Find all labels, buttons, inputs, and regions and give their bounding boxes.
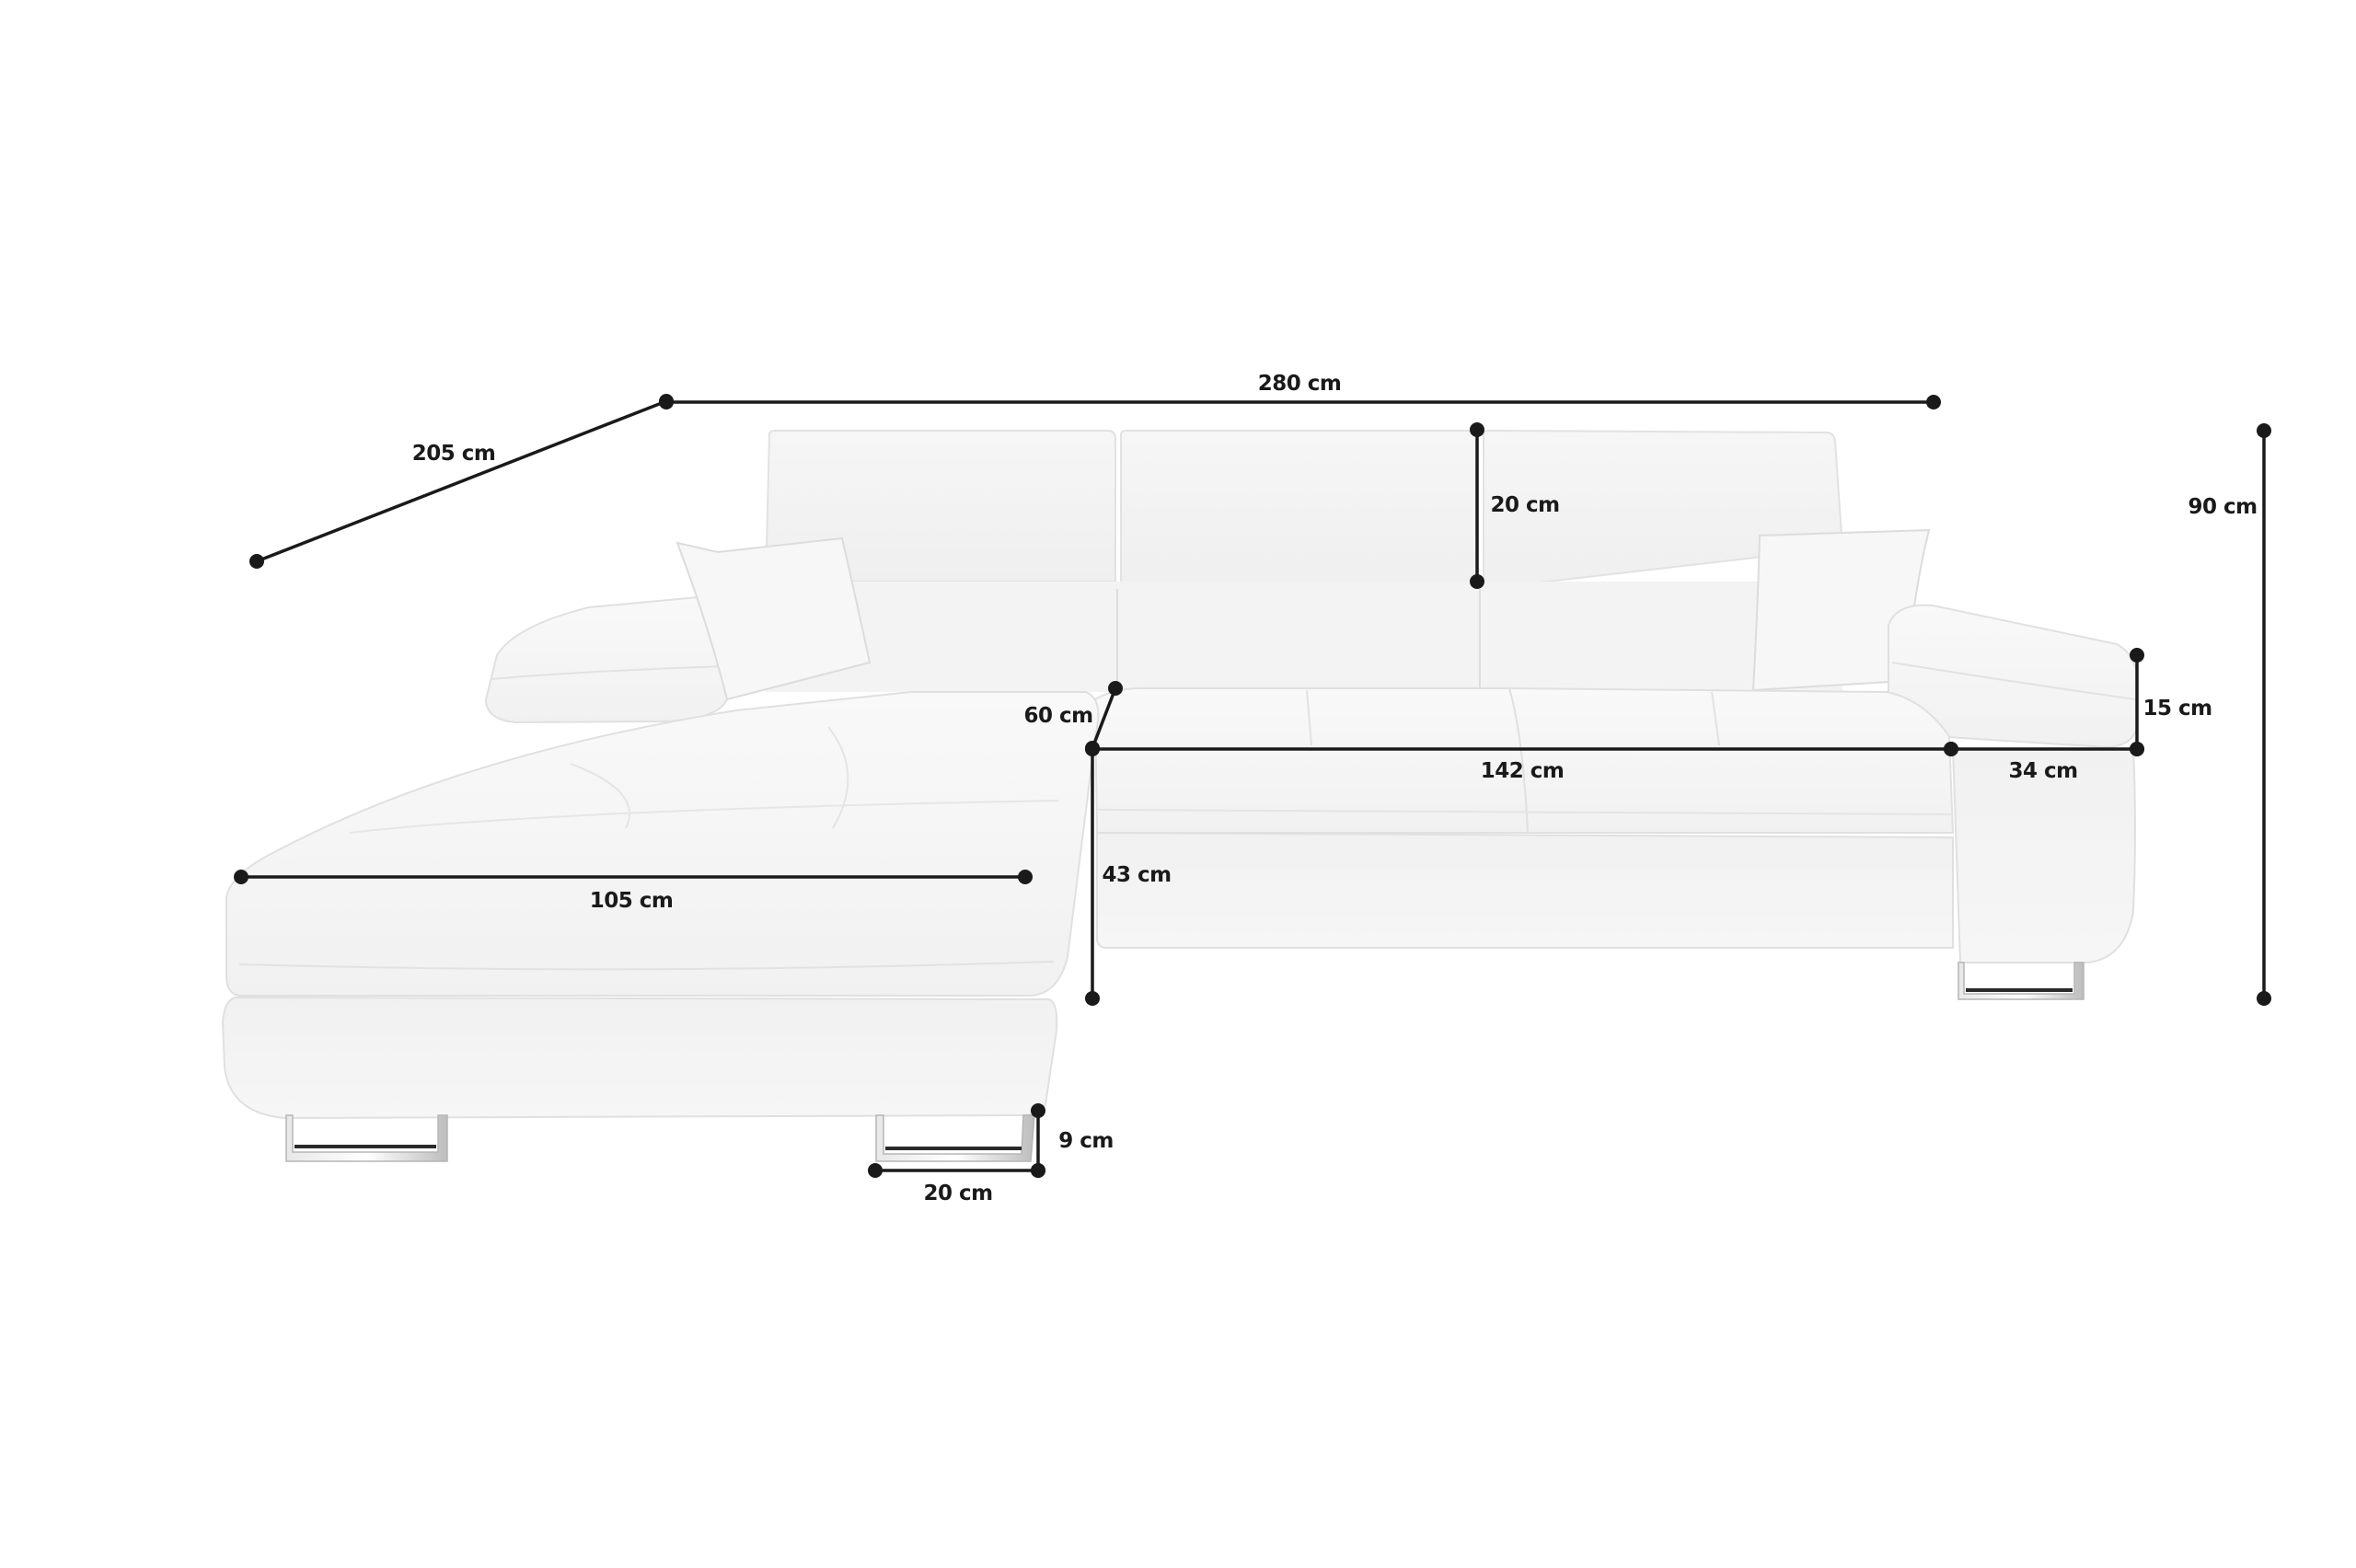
dimension-depth-total bbox=[249, 394, 674, 569]
dimension-height-total bbox=[2257, 423, 2271, 1006]
label-leg-height: 9 cm bbox=[1058, 1129, 1114, 1153]
dimension-width-total bbox=[659, 395, 1941, 409]
dimension-endpoint-dot bbox=[1470, 422, 1484, 437]
label-height-total: 90 cm bbox=[2188, 495, 2258, 519]
dimension-chaise-width bbox=[234, 870, 1033, 884]
label-chaise-width: 105 cm bbox=[589, 889, 674, 913]
right-armrest bbox=[1888, 604, 2138, 963]
label-headrest-height: 20 cm bbox=[1490, 493, 1560, 517]
dimension-endpoint-dot bbox=[1018, 870, 1033, 884]
label-depth-total: 205 cm bbox=[411, 442, 496, 466]
left-pillow bbox=[676, 536, 872, 701]
sofa-legs bbox=[285, 962, 2085, 1162]
label-armrest-width: 34 cm bbox=[2008, 759, 2078, 783]
dimension-endpoint-dot bbox=[1085, 742, 1100, 756]
dimension-endpoint-dot bbox=[1926, 395, 1941, 409]
leg-front-left bbox=[285, 1114, 448, 1162]
dimension-endpoint-dot bbox=[868, 1163, 883, 1178]
label-seat-width: 142 cm bbox=[1480, 759, 1565, 783]
dimension-endpoint-dot bbox=[1108, 681, 1123, 696]
dimension-endpoint-dot bbox=[1031, 1103, 1045, 1118]
main-base bbox=[1096, 831, 1954, 949]
dimension-headrest-height bbox=[1470, 422, 1484, 589]
headrests bbox=[764, 429, 1844, 591]
dimension-line bbox=[256, 399, 667, 563]
label-leg-width: 20 cm bbox=[923, 1182, 993, 1205]
dimension-endpoint-dot bbox=[249, 554, 264, 569]
dimension-endpoint-dot bbox=[1470, 574, 1484, 589]
dimension-seat-height bbox=[1085, 742, 1100, 1006]
dimension-lines bbox=[234, 394, 2271, 1178]
leg-right bbox=[1958, 962, 2085, 1000]
backrest bbox=[766, 582, 1842, 692]
dimension-endpoint-dot bbox=[659, 395, 674, 409]
chaise-cushion bbox=[225, 691, 1100, 997]
dimension-endpoint-dot bbox=[1085, 991, 1100, 1006]
dimension-endpoint-dot bbox=[234, 870, 248, 884]
dimension-endpoint-dot bbox=[2130, 648, 2144, 663]
dimension-armrest-height bbox=[2130, 648, 2144, 756]
dimension-endpoint-dot bbox=[2130, 742, 2144, 756]
leg-front-chaise bbox=[875, 1114, 1035, 1162]
dimension-endpoint-dot bbox=[2257, 423, 2271, 438]
label-armrest-height: 15 cm bbox=[2142, 697, 2212, 721]
dimension-line bbox=[1091, 687, 1117, 749]
dimension-endpoint-dot bbox=[1944, 742, 1958, 756]
dimension-leg-width bbox=[868, 1163, 1045, 1178]
label-seat-height: 43 cm bbox=[1102, 863, 1172, 887]
dimension-endpoint-dot bbox=[2257, 991, 2271, 1006]
left-armrest bbox=[484, 594, 731, 724]
seat-cushions bbox=[1093, 686, 1955, 834]
label-seat-depth: 60 cm bbox=[1023, 704, 1093, 728]
chaise-base bbox=[221, 996, 1058, 1120]
label-width-total: 280 cm bbox=[1257, 372, 1342, 396]
dimension-endpoint-dot bbox=[1031, 1163, 1045, 1178]
